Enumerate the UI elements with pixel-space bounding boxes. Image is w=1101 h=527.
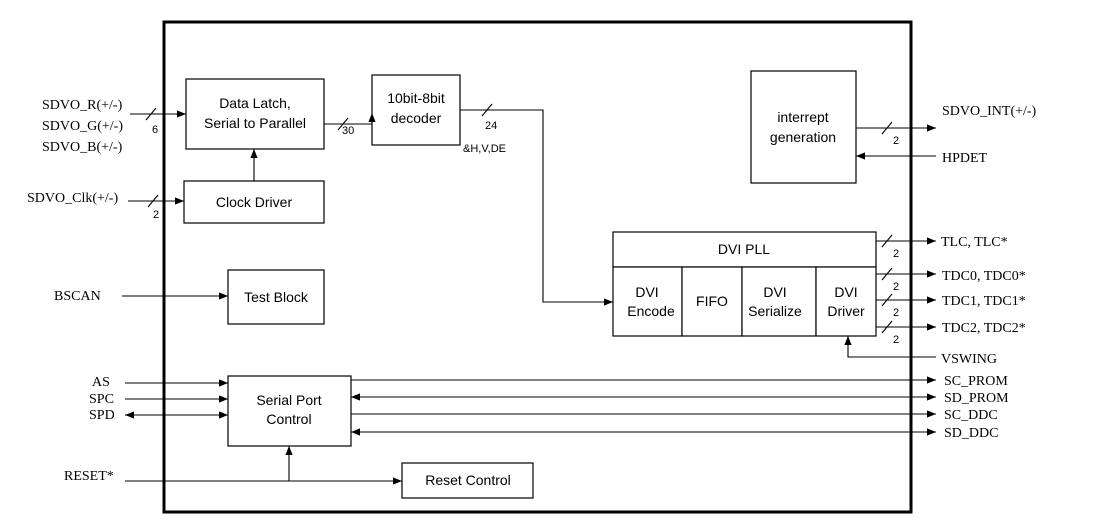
sc-prom-label: SC_PROM xyxy=(944,374,1008,389)
interrupt-generation-block: interrept generation xyxy=(750,70,857,184)
dvi-driver-label-2: Driver xyxy=(827,303,865,319)
dvi-driver-block: DVI Driver xyxy=(815,266,877,337)
vswing-arrow xyxy=(844,336,936,358)
spd-label: SPD xyxy=(89,408,115,423)
reset-control-block: Reset Control xyxy=(401,462,534,499)
test-block: Test Block xyxy=(227,269,325,325)
reset-control-label: Reset Control xyxy=(425,472,511,488)
clock-driver-label: Clock Driver xyxy=(216,194,293,210)
decoder-label-1: 10bit-8bit xyxy=(387,90,445,106)
tdc1-label: TDC1, TDC1* xyxy=(942,294,1026,309)
clk-bus-width: 2 xyxy=(153,209,159,221)
interrupt-label-2: generation xyxy=(770,129,836,145)
tlc-label: TLC, TLC* xyxy=(941,235,1008,250)
clock-driver-block: Clock Driver xyxy=(183,180,325,224)
latch-bus-width: 30 xyxy=(342,125,354,137)
dvi-pll-label: DVI PLL xyxy=(718,241,770,257)
data-latch-label-2: Serial to Parallel xyxy=(204,115,306,131)
tdc0-bus-width: 2 xyxy=(893,281,899,293)
sdvo-clk-label: SDVO_Clk(+/-) xyxy=(27,191,118,206)
tdc2-bus-slash xyxy=(881,320,893,334)
interrupt-label-1: interrept xyxy=(777,109,828,125)
sdvo-b-label: SDVO_B(+/-) xyxy=(42,140,123,155)
tlc-bus-width: 2 xyxy=(893,248,899,260)
int-bus-slash xyxy=(881,121,893,135)
decoder-bus-width: 24 xyxy=(485,120,497,132)
decoder-bus-slash xyxy=(481,103,493,117)
tdc0-bus-slash xyxy=(881,267,893,281)
sdvo-r-label: SDVO_R(+/-) xyxy=(42,98,123,113)
fifo-block: FIFO xyxy=(681,266,743,337)
vswing-label: VSWING xyxy=(941,352,997,367)
sd-ddc-label: SD_DDC xyxy=(944,426,998,441)
tdc2-bus-width: 2 xyxy=(893,334,899,346)
fifo-label: FIFO xyxy=(696,293,728,309)
data-latch-block: Data Latch, Serial to Parallel xyxy=(185,78,325,150)
rgb-bus-width: 6 xyxy=(152,124,158,136)
sdvo-g-label: SDVO_G(+/-) xyxy=(42,119,123,134)
tdc2-label: TDC2, TDC2* xyxy=(942,321,1026,336)
bscan-label: BSCAN xyxy=(54,289,101,304)
dvi-serialize-block: DVI Serialize xyxy=(741,266,817,337)
sd-prom-label: SD_PROM xyxy=(944,391,1009,406)
decoder-label-2: decoder xyxy=(391,110,442,126)
dvi-encode-block: DVI Encode xyxy=(612,266,683,337)
dvi-serialize-label-1: DVI xyxy=(763,284,786,300)
serial-port-label-2: Control xyxy=(266,411,311,427)
tdc1-bus-slash xyxy=(881,293,893,307)
test-block-label: Test Block xyxy=(244,289,309,305)
int-bus-width: 2 xyxy=(893,135,899,147)
tlc-bus-slash xyxy=(881,234,893,248)
hpdet-label: HPDET xyxy=(942,151,988,166)
dvi-pll-block: DVI PLL xyxy=(612,231,877,268)
sdvo-int-label: SDVO_INT(+/-) xyxy=(942,104,1037,119)
serial-port-control-block: Serial Port Control xyxy=(227,375,352,447)
spc-label: SPC xyxy=(89,392,114,407)
dvi-driver-label-1: DVI xyxy=(834,284,857,300)
data-latch-label-1: Data Latch, xyxy=(219,95,291,111)
sc-ddc-label: SC_DDC xyxy=(944,408,998,423)
clk-bus-slash xyxy=(147,194,159,208)
as-label: AS xyxy=(92,375,110,390)
tdc1-bus-width: 2 xyxy=(893,307,899,319)
decoder-to-encode-arrow xyxy=(460,109,613,306)
dvi-encode-label-2: Encode xyxy=(627,303,675,319)
tdc0-label: TDC0, TDC0* xyxy=(942,269,1026,284)
latch-bus-slash xyxy=(337,117,349,131)
reset-label: RESET* xyxy=(64,469,114,484)
dvi-serialize-label-2: Serialize xyxy=(748,303,802,319)
decoder-block: 10bit-8bit decoder xyxy=(371,74,461,146)
rgb-bus-slash xyxy=(145,107,157,121)
decoder-bus-note: &H,V,DE xyxy=(463,143,506,155)
dvi-encode-label-1: DVI xyxy=(635,284,658,300)
serial-port-label-1: Serial Port xyxy=(256,392,321,408)
